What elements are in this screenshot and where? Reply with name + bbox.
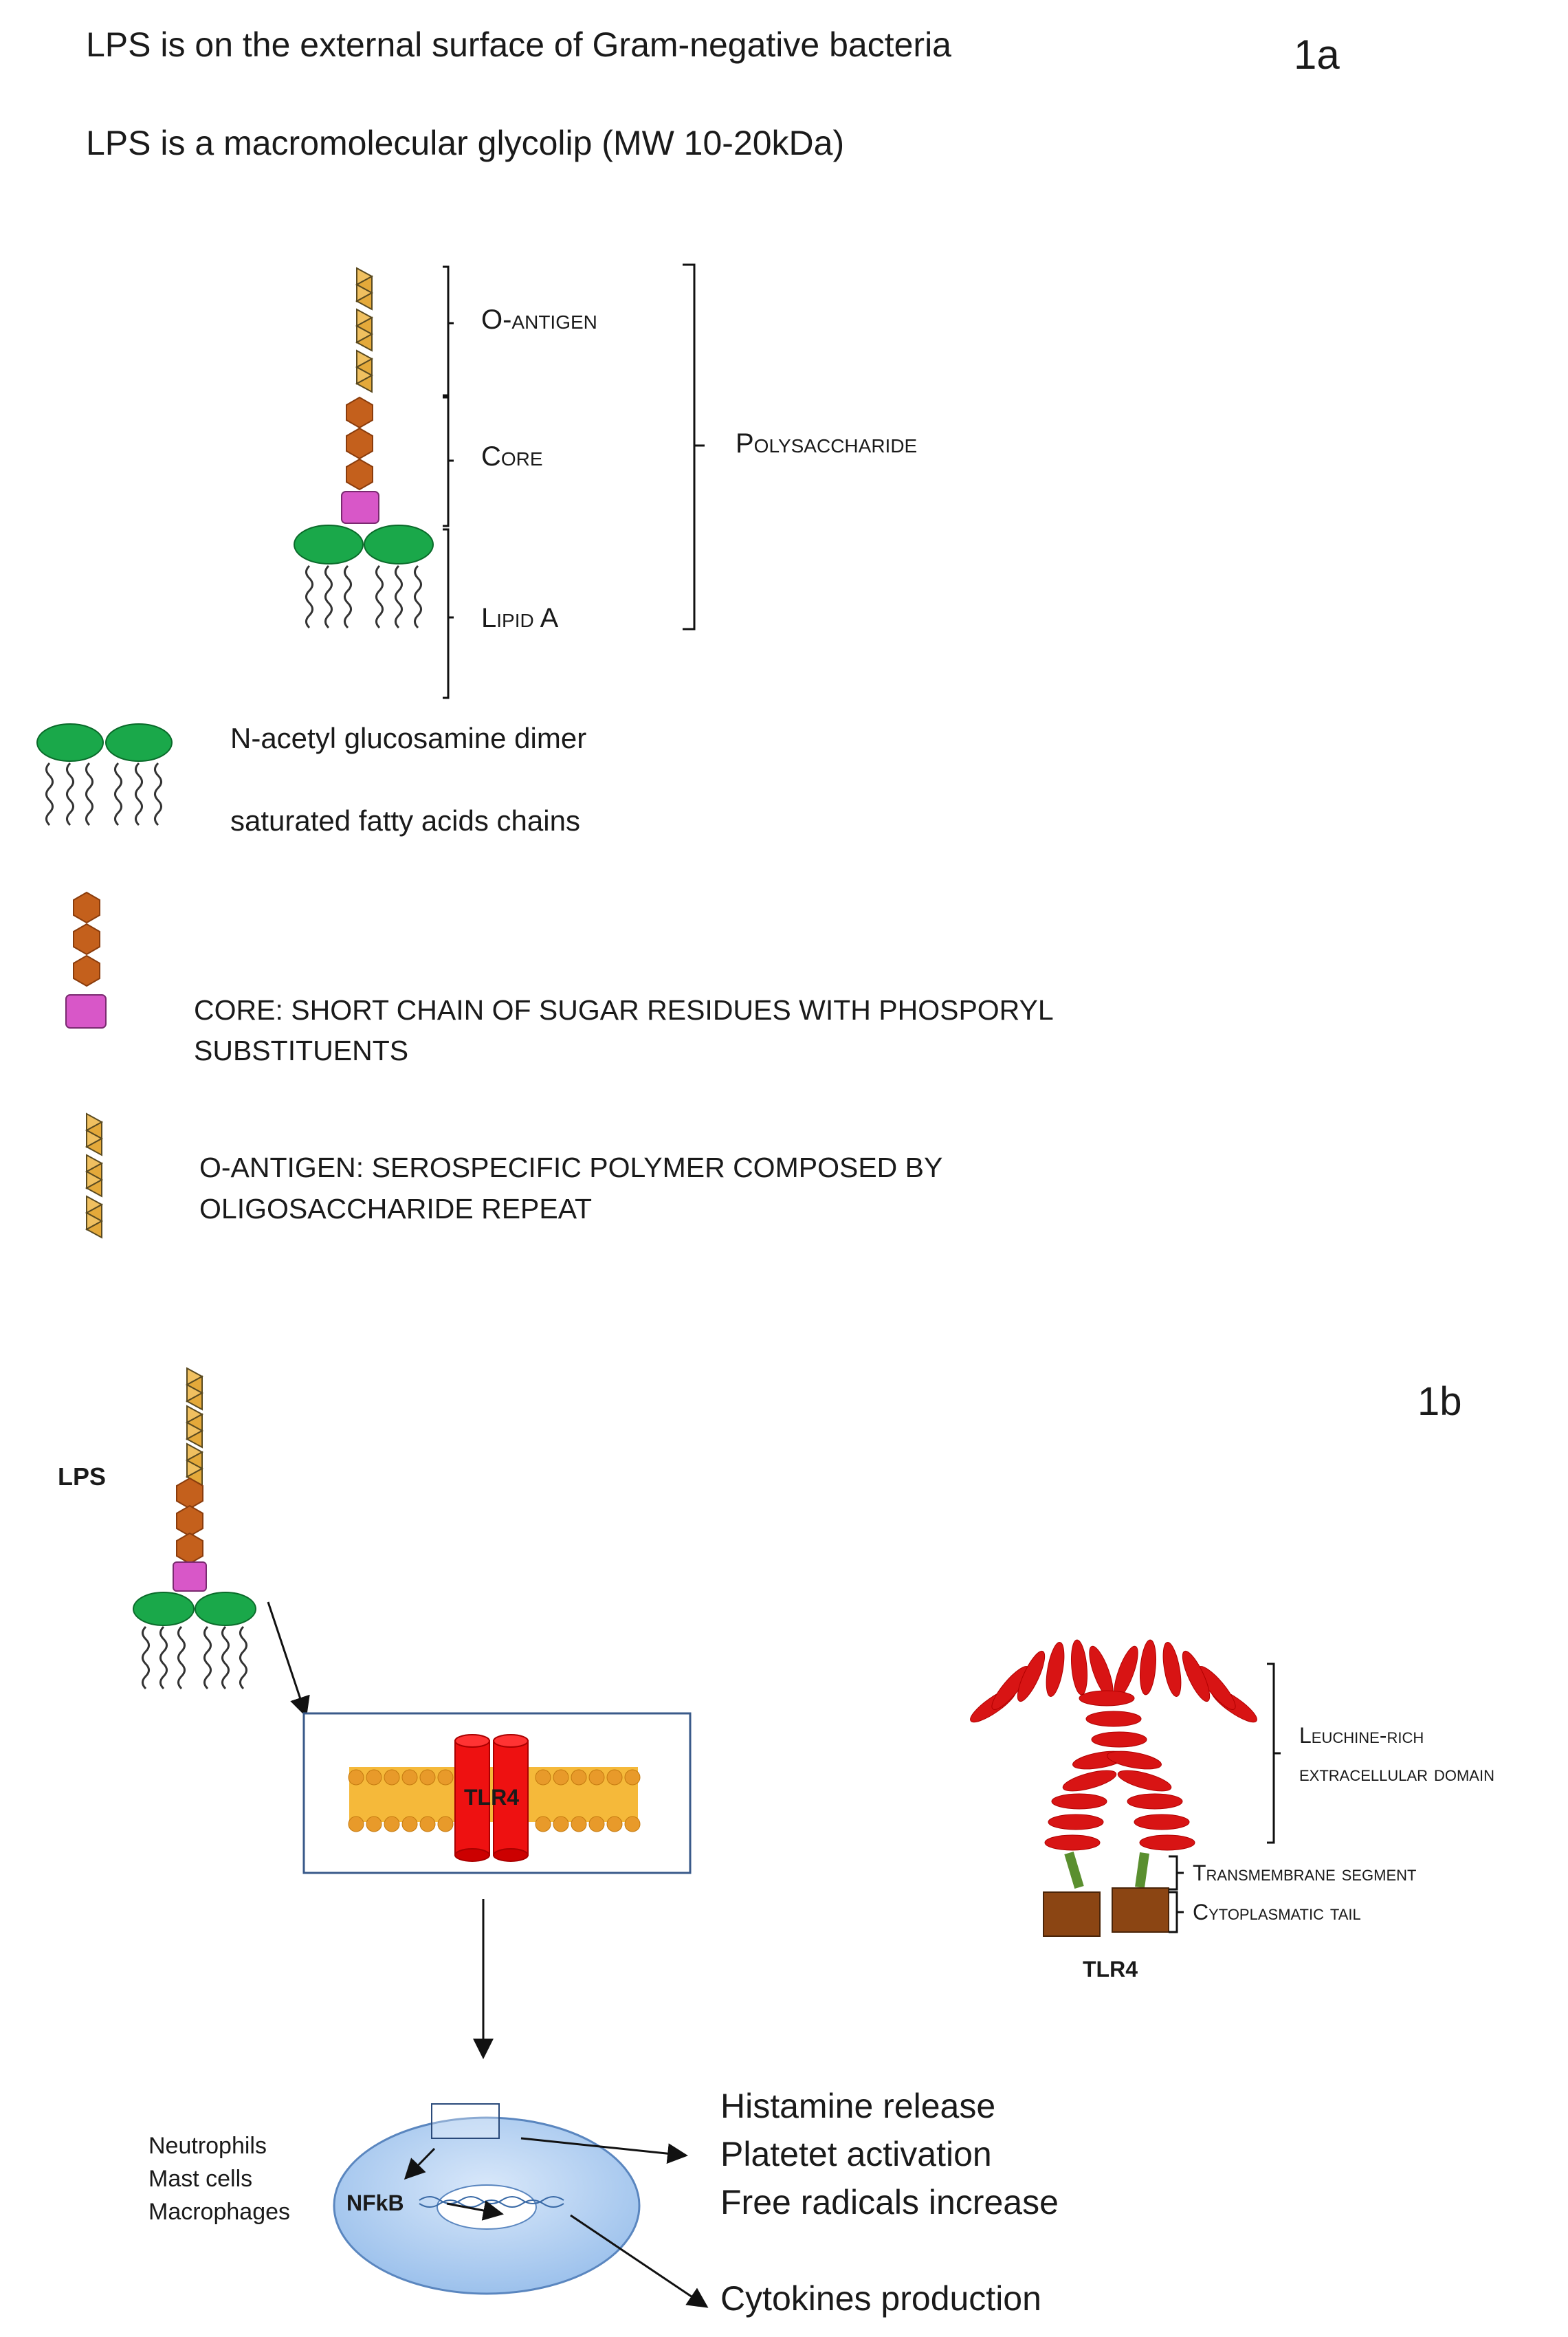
label-tlr4-structure: TLR4 [1083,1957,1138,1982]
statement-glycolipid: LPS is a macromolecular glycolip (MW 10-… [86,124,844,162]
label-tlr4-membrane: TLR4 [464,1785,519,1810]
nucleus [437,2184,537,2230]
cell-type-neutrophils: Neutrophils [148,2133,267,2159]
label-transmembrane: Transmembrane segment [1193,1861,1416,1885]
arrow-nfkb-to-dna [446,2200,504,2221]
legend-glucosamine-text: N-acetyl glucosamine dimer [230,722,586,754]
arrow-to-cytokines [570,2214,709,2308]
statement-surface: LPS is on the external surface of Gram-n… [86,25,951,64]
panel-label-1a: 1a [1294,32,1340,78]
bracket-core [443,396,450,527]
arrow-lps-to-membrane [267,1601,310,1718]
label-polysaccharide: Polysaccharide [736,428,917,459]
legend-core-text-2: SUBSTITUENTS [194,1035,408,1066]
label-core: Core [481,441,543,472]
lipid-heads [348,1769,641,1832]
o-antigen-chain [356,267,373,393]
bracket-lipid-a [443,528,450,699]
legend-core-text-1: CORE: SHORT CHAIN OF SUGAR RESIDUES WITH… [194,994,1054,1026]
cell-type-mast-cells: Mast cells [148,2166,252,2192]
glucosamine-right [364,525,434,564]
cell-type-macrophages: Macrophages [148,2199,290,2225]
structure-brackets [443,263,705,699]
cytoplasmic-tail-right [1112,1887,1169,1933]
label-nfkb: NFkB [346,2191,404,2215]
bracket-o-antigen [443,265,450,397]
tlr4-receptor [454,1734,529,1862]
fatty-acid-chains [305,564,422,629]
membrane-inset-box [431,2103,500,2139]
legend-o-antigen-icon [86,1113,102,1238]
arrow-to-nfkb [404,2147,436,2180]
arrow-to-effects [520,2137,688,2164]
label-lrr-2: extracellular domain [1299,1761,1494,1786]
leucine-rich-repeats [966,1638,1261,1851]
legend-lipid-a-icon [36,723,173,826]
tlr4-structure [966,1638,1261,1937]
legend-fatty-acids-text: saturated fatty acids chains [230,804,580,837]
bracket-polysaccharide [683,263,696,630]
label-cytoplasmic: Cytoplasmatic tail [1193,1900,1361,1924]
lps-molecule-1b [133,1368,256,1690]
legend-o-antigen-text-1: O-ANTIGEN: SEROSPECIFIC POLYMER COMPOSED… [199,1152,942,1183]
label-lipid-a: Lipid A [481,603,559,633]
cytoplasmic-tail-left [1043,1891,1101,1937]
effect-histamine: Histamine release [720,2087,995,2125]
effect-cytokines: Cytokines production [720,2279,1041,2318]
lps-structure [294,267,434,629]
panel-label-1b: 1b [1417,1379,1462,1424]
effect-free-radicals: Free radicals increase [720,2183,1059,2221]
transmembrane-right [1135,1852,1149,1888]
label-lrr-1: Leuchine-rich [1299,1723,1424,1748]
panel-1a: LPS is on the external surface of Gram-n… [36,25,1340,1238]
panel-1b: 1b LPS [58,1368,1494,2318]
transmembrane-left [1064,1851,1084,1889]
glucosamine-left [294,525,364,564]
core-sugars [346,397,373,490]
label-lps: LPS [58,1462,106,1491]
phosphate-square [341,491,379,524]
legend-o-antigen-text-2: OLIGOSACCHARIDE REPEAT [199,1193,592,1225]
effect-platelet: Platetet activation [720,2135,992,2173]
legend-core-icon [65,892,107,1029]
membrane-box: TLR4 [302,1712,692,1874]
tlr4-brackets [1169,1663,1281,1933]
label-o-antigen: O-antigen [481,305,597,335]
